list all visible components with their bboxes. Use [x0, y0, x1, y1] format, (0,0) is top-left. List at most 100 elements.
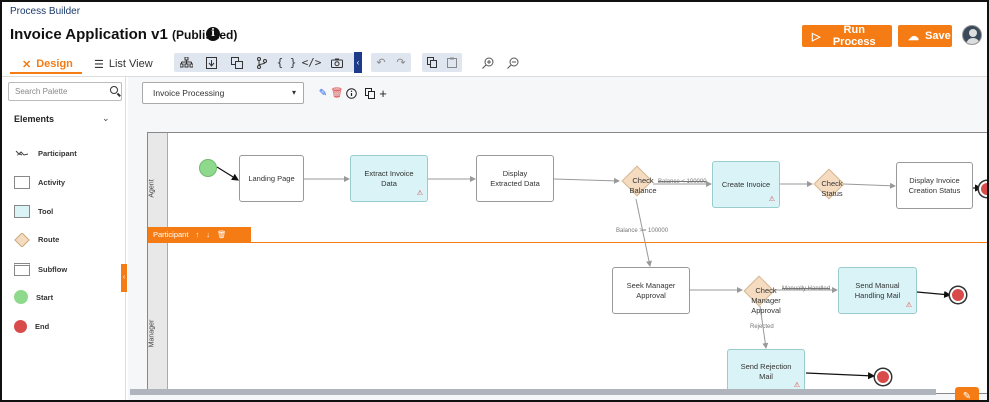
process-title: Invoice Application v1	[10, 26, 168, 43]
node-label: Send Rejection Mail	[740, 361, 792, 381]
node-extract-invoice-data[interactable]: Extract Invoice Data ⚠	[350, 155, 428, 202]
node-create-invoice[interactable]: Create Invoice ⚠	[712, 161, 780, 208]
arrow-up-icon[interactable]: ↑	[195, 230, 200, 239]
process-select[interactable]: Invoice Processing	[142, 82, 304, 104]
edit-icon[interactable]: ✎	[318, 87, 328, 99]
elements-heading: Elements	[14, 114, 55, 124]
participant-toolbar[interactable]: Participant ↑ ↓ 🗑	[148, 227, 251, 242]
lane-header-manager[interactable]	[148, 243, 168, 395]
run-process-button[interactable]: ▷ Run Process	[802, 24, 892, 48]
palette-item-subflow[interactable]: Subflow	[14, 261, 67, 277]
chevron-down-icon[interactable]: ▾	[292, 88, 297, 97]
route-icon	[14, 231, 30, 248]
edge-label-rejected: Rejected	[750, 324, 774, 330]
active-tab-indicator	[10, 72, 82, 74]
palette-label-start: Start	[36, 292, 54, 302]
info-circle-icon[interactable]	[345, 87, 357, 99]
design-icon: ✕	[22, 58, 32, 71]
palette-label-end: End	[35, 321, 50, 331]
end-event[interactable]	[979, 181, 987, 197]
info-icon[interactable]: i	[206, 27, 220, 41]
node-label: Display Invoice Creation Status	[908, 175, 961, 195]
tab-list-view[interactable]: ☰ List View	[94, 54, 153, 74]
search-palette-input[interactable]: Search Palette	[8, 82, 122, 101]
gateway-label-check-balance: Check Balance	[629, 176, 657, 195]
palette-item-tool[interactable]: Tool	[14, 203, 53, 219]
toolbar-group-clipboard	[422, 53, 462, 72]
copy-icon[interactable]	[422, 53, 442, 72]
braces-icon[interactable]: { }	[276, 56, 297, 69]
edit-fab-icon[interactable]: ✎	[955, 387, 979, 400]
app-name: Process Builder	[10, 6, 81, 17]
horizontal-scrollbar[interactable]	[130, 389, 936, 395]
start-event[interactable]	[199, 159, 217, 177]
chevron-down-icon[interactable]: ⌄	[102, 113, 110, 123]
hierarchy-icon[interactable]	[174, 53, 199, 72]
undo-icon[interactable]: ↶	[376, 57, 386, 69]
node-seek-manager-approval[interactable]: Seek Manager Approval	[612, 267, 690, 314]
node-landing-page[interactable]: Landing Page	[239, 155, 304, 202]
toolbar-divider	[2, 76, 987, 77]
node-label: Create Invoice	[721, 179, 771, 189]
subflow-icon	[14, 262, 30, 276]
code-icon[interactable]: </>	[301, 56, 322, 69]
lane-label-agent: Agent	[148, 179, 156, 198]
palette-item-participant[interactable]: Participant	[14, 145, 77, 161]
avatar[interactable]	[962, 25, 982, 45]
node-label: Landing Page	[248, 173, 295, 183]
list-icon: ☰	[94, 58, 104, 71]
node-display-extracted-data[interactable]: Display Extracted Data	[476, 155, 554, 202]
branch-icon[interactable]	[249, 53, 274, 72]
delete-icon[interactable]: 🗑	[330, 87, 344, 99]
start-icon	[14, 290, 28, 304]
save-label: Save	[925, 30, 951, 42]
palette-sidebar: Search Palette Elements ⌄ Participant Ac…	[2, 77, 126, 400]
node-label: Display Extracted Data	[490, 168, 540, 188]
palette-item-activity[interactable]: Activity	[14, 174, 65, 190]
participant-icon	[14, 147, 30, 160]
trash-icon[interactable]: 🗑	[216, 230, 227, 239]
tab-design[interactable]: ✕ Design	[22, 54, 73, 74]
status-badge: (Published)	[172, 28, 238, 42]
gateway-label-check-status: Check Status	[821, 179, 843, 198]
palette-item-start[interactable]: Start	[14, 289, 53, 305]
palette-item-end[interactable]: End	[14, 318, 49, 334]
save-button[interactable]: ☁ Save	[898, 25, 952, 47]
palette-label-tool: Tool	[38, 206, 54, 216]
translate-icon[interactable]	[224, 53, 249, 72]
export-icon[interactable]	[199, 53, 224, 72]
node-send-manual-handling-mail[interactable]: Send Manual Handling Mail ⚠	[838, 267, 917, 314]
warning-icon: ⚠	[768, 195, 775, 203]
activity-icon	[14, 175, 30, 189]
edge-label-manually-handled: Manually Handled	[782, 286, 831, 292]
lane-label-manager: Manager	[148, 319, 156, 348]
zoom-in-icon[interactable]	[478, 53, 498, 72]
sidebar-collapse-icon[interactable]: ‹	[121, 264, 127, 292]
node-label: Seek Manager Approval	[626, 280, 676, 300]
tool-icon	[14, 204, 30, 218]
run-process-label: Run Process	[832, 24, 876, 48]
add-icon[interactable]: +	[379, 85, 387, 101]
redo-icon[interactable]: ↷	[396, 57, 406, 69]
node-display-invoice-creation-status[interactable]: Display Invoice Creation Status	[896, 162, 973, 209]
node-label: Extract Invoice Data	[364, 168, 414, 188]
camera-icon[interactable]	[324, 53, 349, 72]
zoom-out-icon[interactable]	[503, 53, 523, 72]
node-send-rejection-mail[interactable]: Send Rejection Mail ⚠	[727, 349, 805, 394]
paste-icon[interactable]	[442, 53, 462, 72]
edge-label-balance-lt: Balance < 100000	[658, 179, 707, 185]
toolbar-collapse-icon[interactable]: ‹	[354, 52, 362, 73]
end-icon	[14, 319, 27, 333]
arrow-down-icon[interactable]: ↓	[206, 230, 210, 239]
participant-label: Participant	[153, 230, 189, 239]
copy-icon[interactable]	[364, 87, 376, 99]
search-icon[interactable]	[110, 86, 118, 94]
end-event[interactable]	[875, 369, 891, 385]
end-event[interactable]	[950, 287, 966, 303]
palette-item-route[interactable]: Route	[14, 231, 59, 248]
cloud-icon: ☁	[908, 30, 919, 43]
warning-icon: ⚠	[416, 189, 423, 197]
lane-header-agent[interactable]	[148, 133, 168, 227]
palette-label-subflow: Subflow	[38, 264, 68, 274]
toolbar-group-main: { } </>	[174, 53, 354, 72]
